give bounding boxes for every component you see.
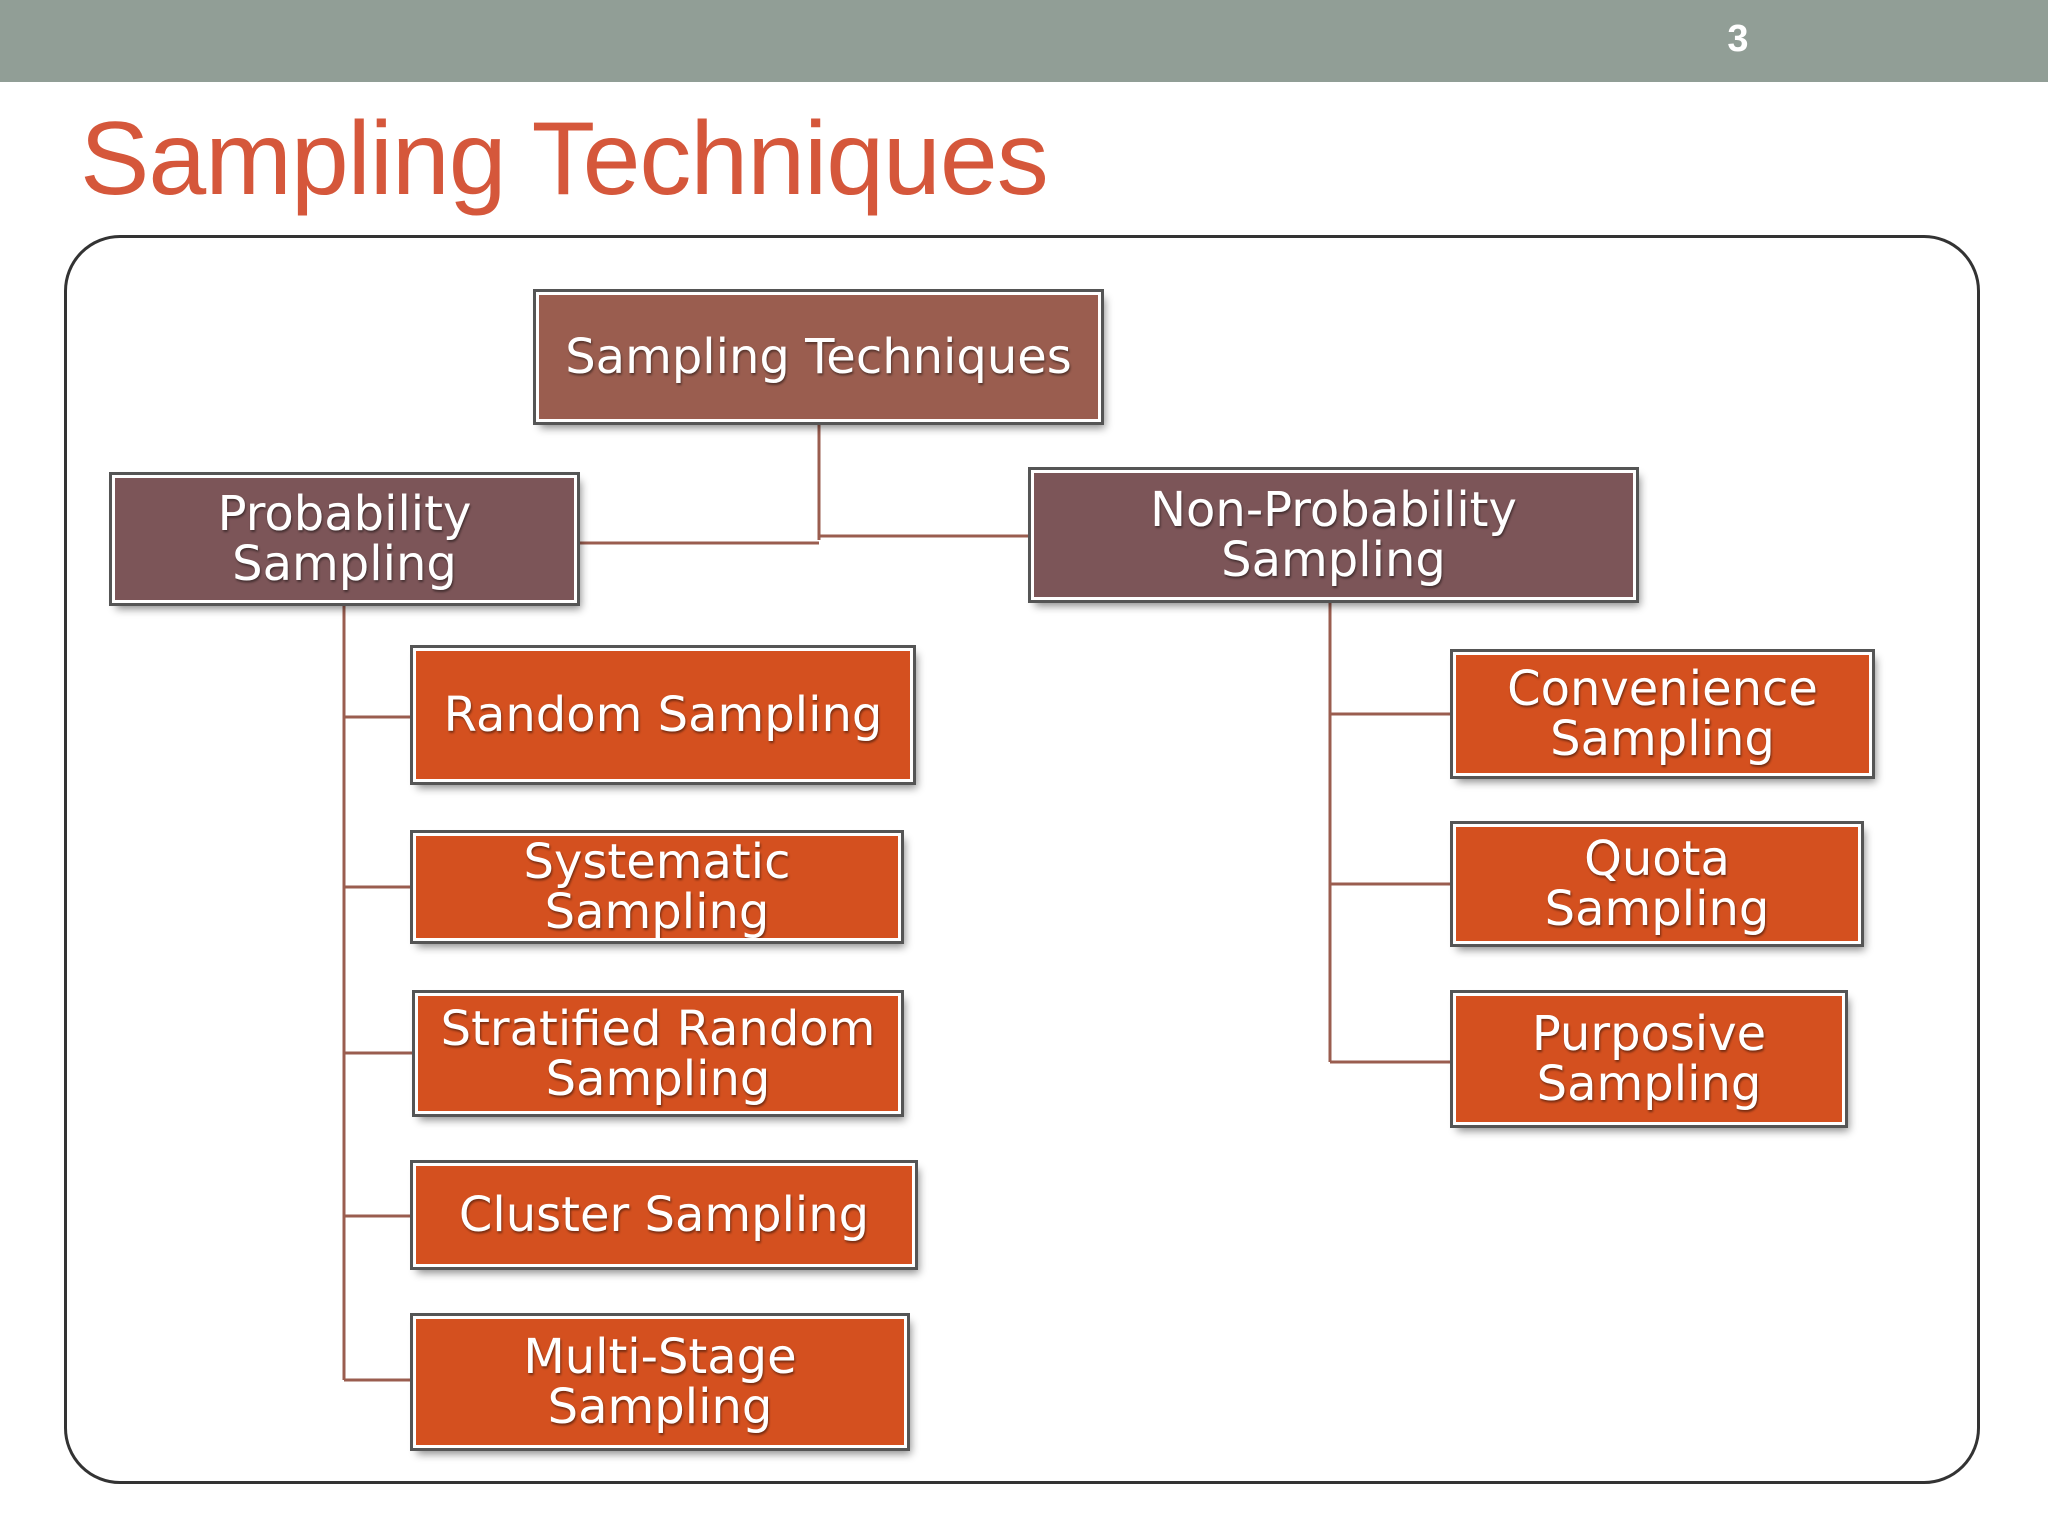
node-random-sampling: Random Sampling bbox=[413, 648, 913, 782]
node-sampling-techniques: Sampling Techniques bbox=[536, 292, 1101, 422]
node-probability-sampling: Probability Sampling bbox=[112, 475, 577, 603]
node-stratified-random-sampling: Stratified Random Sampling bbox=[415, 993, 901, 1114]
node-label: Stratified Random Sampling bbox=[440, 1000, 876, 1107]
node-label: Multi-Stage Sampling bbox=[523, 1329, 797, 1435]
node-label: Quota Sampling bbox=[1544, 831, 1770, 937]
node-label: Probability Sampling bbox=[217, 486, 472, 592]
top-bar: 3 bbox=[0, 0, 2048, 82]
node-multi-stage-sampling: Multi-Stage Sampling bbox=[413, 1316, 907, 1448]
node-purposive-sampling: Purposive Sampling bbox=[1453, 993, 1845, 1125]
node-label: Sampling Techniques bbox=[565, 329, 1072, 385]
slide-number: 3 bbox=[1727, 18, 1749, 60]
node-label: Cluster Sampling bbox=[458, 1187, 870, 1243]
node-cluster-sampling: Cluster Sampling bbox=[413, 1163, 915, 1267]
node-systematic-sampling: Systematic Sampling bbox=[413, 833, 901, 941]
node-label: Non-Probability Sampling bbox=[1150, 482, 1517, 588]
node-convenience-sampling: Convenience Sampling bbox=[1453, 652, 1872, 776]
node-label: Purposive Sampling bbox=[1531, 1006, 1767, 1112]
slide-title: Sampling Techniques bbox=[80, 101, 1049, 217]
node-label: Systematic Sampling bbox=[523, 834, 791, 940]
node-label: Random Sampling bbox=[443, 687, 883, 743]
node-non-probability-sampling: Non-Probability Sampling bbox=[1031, 470, 1636, 600]
node-label: Convenience Sampling bbox=[1507, 661, 1818, 767]
node-quota-sampling: Quota Sampling bbox=[1453, 824, 1861, 944]
